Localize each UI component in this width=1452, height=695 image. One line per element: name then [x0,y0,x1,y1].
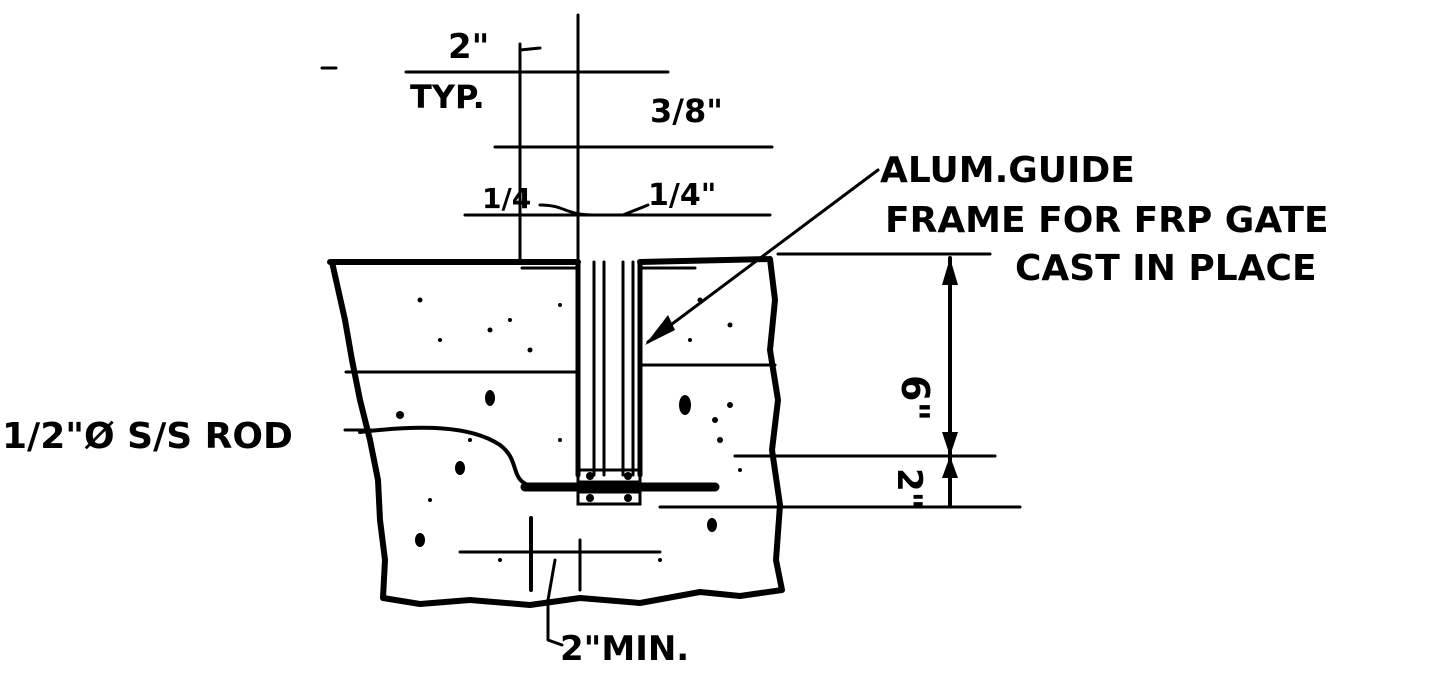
callout-arrowhead [645,315,675,345]
upper-dimension-label: 6" [893,375,937,421]
rod-gap-label: 3/8" [650,92,723,130]
callout-line-2: FRAME FOR FRP GATE [885,200,1329,241]
concrete-block-outline [327,256,785,608]
left-quarter-label: 1/4 [482,182,531,215]
ss-rod [520,468,720,506]
bottom-dimension-lines [458,516,662,647]
rod-label: 1/2"Ø S/S ROD [2,416,293,457]
concrete-aggregate [396,297,742,562]
callout-line-3: CAST IN PLACE [1015,248,1317,289]
callout-line-1: ALUM.GUIDE [880,150,1135,191]
typ-spacing-label: 2" [448,27,489,67]
break-line [358,425,530,487]
callout-leader-line [646,168,880,344]
right-quarter-label: 1/4" [648,178,716,213]
lower-dimension-label: 2" [889,468,929,509]
top-dimension-lines [404,13,774,264]
typ-label: TYP. [410,78,485,116]
min-spacing-label: 2"MIN. [560,629,689,669]
vertical-dimension-lines [658,252,1022,509]
aluminum-guide-frame [520,259,697,478]
